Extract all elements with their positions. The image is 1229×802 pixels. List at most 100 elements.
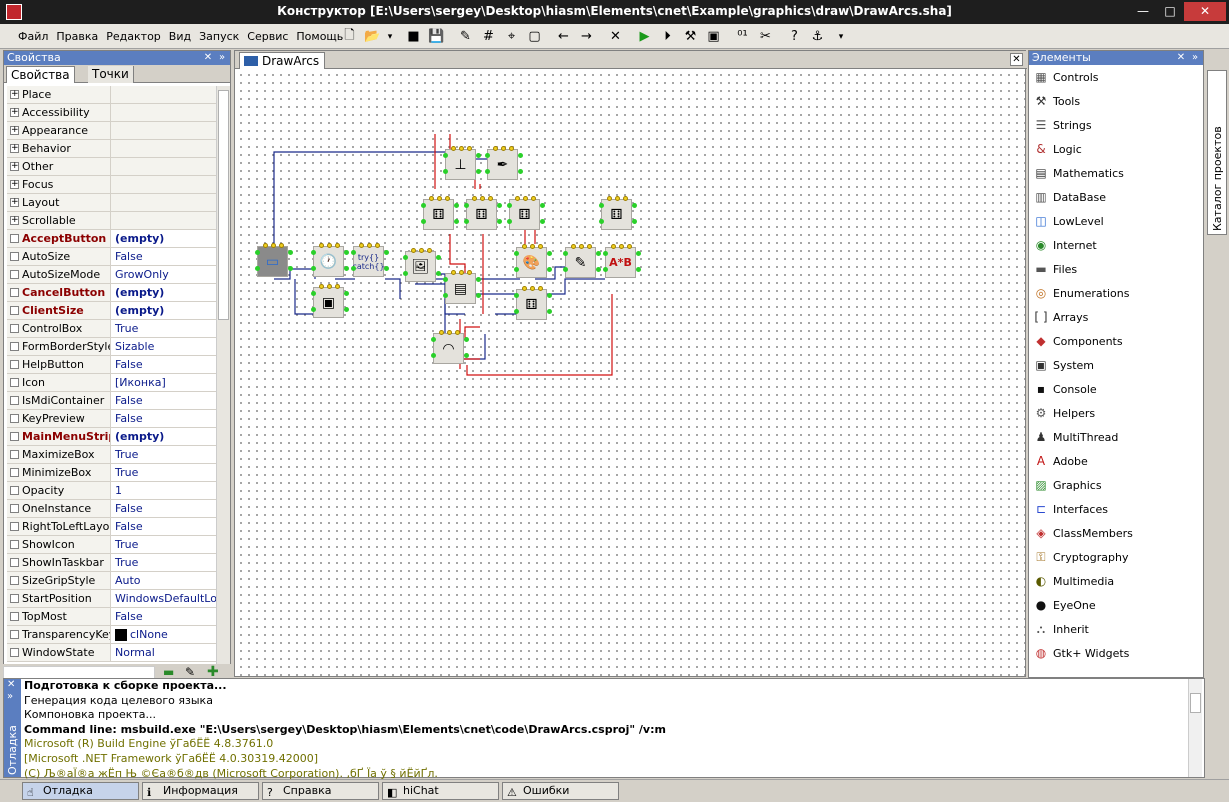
- point-marker[interactable]: [351, 250, 356, 255]
- point-marker[interactable]: [311, 250, 316, 255]
- point-marker[interactable]: [530, 286, 535, 291]
- edit-icon[interactable]: ✎: [460, 29, 471, 44]
- point-marker[interactable]: [319, 284, 324, 289]
- point-marker[interactable]: [627, 244, 632, 249]
- panel-component[interactable]: ▤: [445, 273, 476, 304]
- point-marker[interactable]: [436, 255, 441, 260]
- tools-icon[interactable]: ✂: [760, 29, 771, 44]
- point-marker[interactable]: [623, 196, 628, 201]
- point-marker[interactable]: [530, 244, 535, 249]
- point-marker[interactable]: [443, 169, 448, 174]
- random-component[interactable]: ⚅: [466, 199, 497, 230]
- bottom-tab-5[interactable]: ⚠Ошибки: [502, 782, 619, 800]
- property-value[interactable]: [111, 176, 217, 193]
- binary-icon[interactable]: ⁰¹: [737, 29, 748, 44]
- point-marker[interactable]: [476, 277, 481, 282]
- point-marker[interactable]: [485, 153, 490, 158]
- element-group-internet[interactable]: ◉Internet: [1029, 233, 1205, 257]
- point-marker[interactable]: [599, 219, 604, 224]
- point-marker[interactable]: [447, 330, 452, 335]
- point-marker[interactable]: [518, 169, 523, 174]
- point-marker[interactable]: [507, 203, 512, 208]
- element-group-components[interactable]: ◆Components: [1029, 329, 1205, 353]
- point-marker[interactable]: [443, 153, 448, 158]
- point-marker[interactable]: [359, 243, 364, 248]
- bottom-tab-3[interactable]: ?Справка: [262, 782, 379, 800]
- property-value[interactable]: [111, 212, 217, 229]
- point-marker[interactable]: [327, 284, 332, 289]
- pin-icon[interactable]: »: [218, 52, 226, 63]
- menu-item[interactable]: Помощь: [296, 30, 344, 43]
- point-marker[interactable]: [531, 196, 536, 201]
- property-value[interactable]: True: [111, 320, 217, 337]
- bitmap-component[interactable]: ▣: [313, 287, 344, 318]
- point-marker[interactable]: [411, 248, 416, 253]
- point-marker[interactable]: [384, 250, 389, 255]
- property-row[interactable]: MainMenuStrip(empty): [7, 428, 217, 446]
- grid-icon[interactable]: #: [483, 29, 494, 44]
- point-marker[interactable]: [518, 153, 523, 158]
- point-marker[interactable]: [636, 267, 641, 272]
- new-file-icon[interactable]: 🗋: [344, 27, 355, 43]
- property-value[interactable]: (empty): [111, 428, 217, 445]
- point-marker[interactable]: [522, 244, 527, 249]
- property-row[interactable]: +Accessibility: [7, 104, 217, 122]
- property-value[interactable]: False: [111, 392, 217, 409]
- property-value[interactable]: (empty): [111, 284, 217, 301]
- point-marker[interactable]: [344, 266, 349, 271]
- point-marker[interactable]: [271, 243, 276, 248]
- property-value[interactable]: [Иконка]: [111, 374, 217, 391]
- point-marker[interactable]: [311, 266, 316, 271]
- point-marker[interactable]: [587, 244, 592, 249]
- output-scrollbar[interactable]: [1188, 679, 1202, 777]
- random-component[interactable]: ⚅: [423, 199, 454, 230]
- element-group-mathematics[interactable]: ▤Mathematics: [1029, 161, 1205, 185]
- point-marker[interactable]: [522, 286, 527, 291]
- property-value[interactable]: False: [111, 410, 217, 427]
- element-group-strings[interactable]: ☰Strings: [1029, 113, 1205, 137]
- schema-canvas[interactable]: ▭🕐try{} catch{}🖼⊥✒⚅⚅⚅⚅🎨✎A*B▤▣⚅◠: [235, 69, 1025, 676]
- element-group-multithread[interactable]: ♟MultiThread: [1029, 425, 1205, 449]
- point-marker[interactable]: [603, 251, 608, 256]
- point-marker[interactable]: [431, 337, 436, 342]
- point-marker[interactable]: [439, 330, 444, 335]
- element-group-database[interactable]: ▥DataBase: [1029, 185, 1205, 209]
- point-marker[interactable]: [636, 251, 641, 256]
- anchor-icon[interactable]: ⚓: [811, 29, 824, 44]
- property-row[interactable]: CancelButton(empty): [7, 284, 217, 302]
- point-marker[interactable]: [540, 203, 545, 208]
- save-icon[interactable]: 💾: [428, 29, 445, 44]
- property-value[interactable]: False: [111, 518, 217, 535]
- stop-icon[interactable]: ■: [407, 29, 420, 44]
- point-marker[interactable]: [454, 203, 459, 208]
- point-marker[interactable]: [596, 251, 601, 256]
- expand-icon[interactable]: +: [10, 125, 19, 135]
- point-marker[interactable]: [547, 251, 552, 256]
- point-marker[interactable]: [547, 267, 552, 272]
- point-marker[interactable]: [436, 271, 441, 276]
- point-marker[interactable]: [547, 309, 552, 314]
- point-marker[interactable]: [403, 271, 408, 276]
- cross-icon[interactable]: ✕: [610, 29, 621, 44]
- element-group-classmembers[interactable]: ◈ClassMembers: [1029, 521, 1205, 545]
- arrow-right-icon[interactable]: →: [581, 29, 592, 44]
- expand-icon[interactable]: +: [10, 161, 19, 171]
- property-row[interactable]: StartPositionWindowsDefaultLocation: [7, 590, 217, 608]
- bottom-tab-1[interactable]: ☝Отладка: [22, 782, 139, 800]
- property-row[interactable]: Icon[Иконка]: [7, 374, 217, 392]
- point-marker[interactable]: [579, 244, 584, 249]
- point-marker[interactable]: [445, 196, 450, 201]
- point-marker[interactable]: [375, 243, 380, 248]
- property-value[interactable]: True: [111, 554, 217, 571]
- tab-properties[interactable]: Свойства: [6, 66, 75, 83]
- pin-icon[interactable]: »: [7, 691, 14, 702]
- point-marker[interactable]: [476, 169, 481, 174]
- property-value[interactable]: False: [111, 500, 217, 517]
- palette-component[interactable]: 🎨: [516, 247, 547, 278]
- point-marker[interactable]: [563, 267, 568, 272]
- property-row[interactable]: +Place: [7, 86, 217, 104]
